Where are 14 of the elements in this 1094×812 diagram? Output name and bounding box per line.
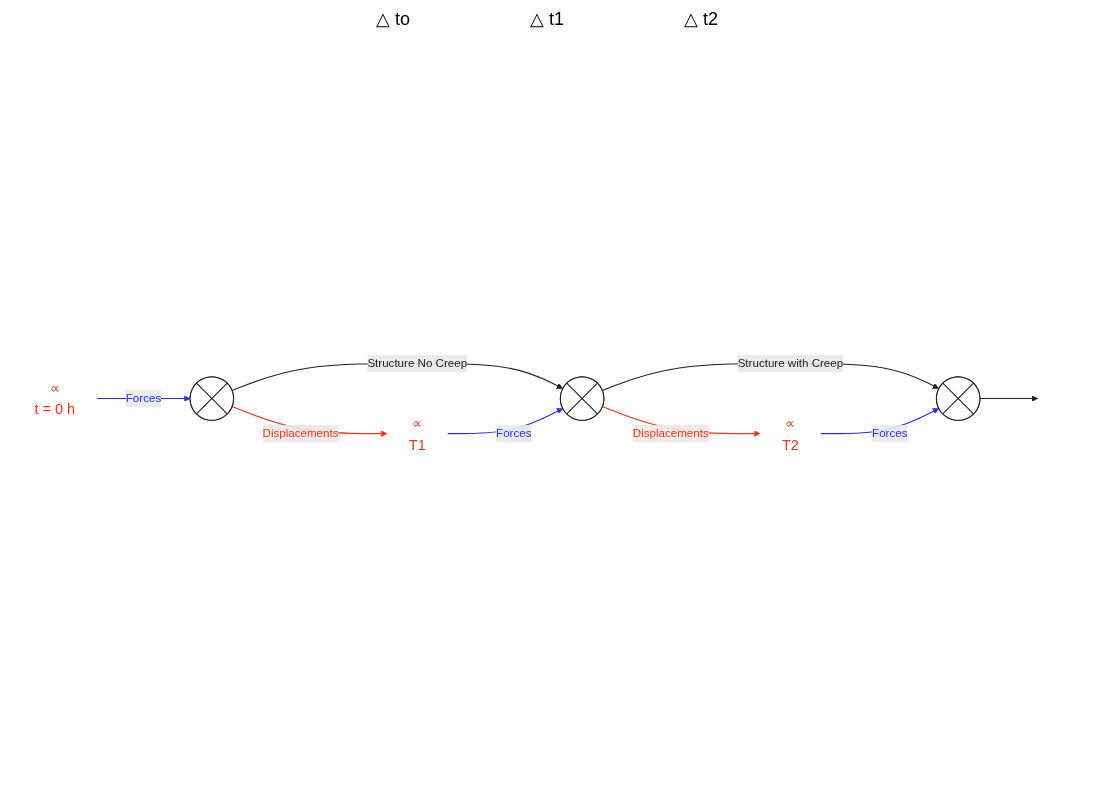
edge-label: Forces <box>125 391 162 404</box>
node-text: ∝ T2 <box>781 414 799 452</box>
edge-label: Displacements <box>632 426 709 439</box>
delta-time-label: △ to <box>375 8 410 30</box>
edge-label: Structure No Creep <box>367 356 468 369</box>
delta-time-label: △ t2 <box>684 8 718 30</box>
node-text: ∝ T1 <box>408 414 426 452</box>
edge-label: Forces <box>872 426 908 439</box>
node-text: ∝ t = 0 h <box>34 379 76 417</box>
edge-label: Structure with Creep <box>737 356 844 369</box>
arrow <box>979 394 1039 402</box>
edge-label: Forces <box>496 426 532 439</box>
delta-time-label: △ t1 <box>530 8 564 30</box>
edge-label: Displacements <box>262 426 339 439</box>
